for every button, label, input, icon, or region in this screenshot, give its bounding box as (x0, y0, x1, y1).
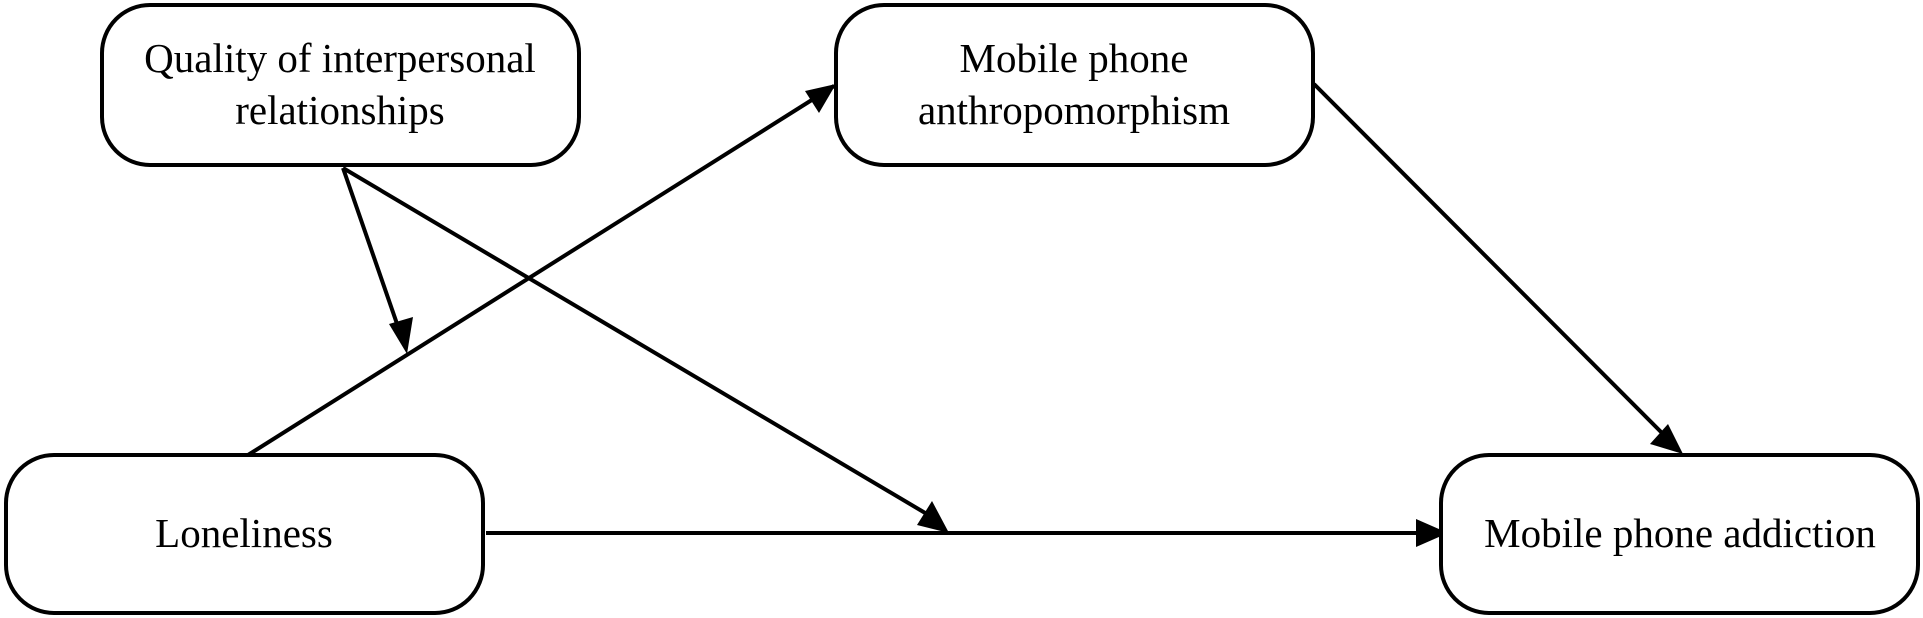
node-box-anthropomorphism (834, 3, 1315, 167)
node-mobile-phone-anthropomorphism: Mobile phone anthropomorphism (834, 3, 1315, 167)
node-box-quality (100, 3, 581, 167)
edges (246, 82, 1683, 547)
arrowhead-mediation-path (389, 317, 413, 354)
edge-anthropomorphism-to-addiction (1312, 82, 1674, 445)
node-box-addiction (1439, 453, 1920, 615)
node-loneliness: Loneliness (4, 453, 485, 615)
node-label-loneliness: Loneliness (155, 510, 333, 556)
node-label-quality-line1: Quality of interpersonal (144, 35, 536, 81)
node-label-addiction: Mobile phone addiction (1484, 510, 1876, 556)
node-label-anthropomorphism-line2: anthropomorphism (918, 87, 1230, 133)
arrowhead-anthropomorphism (805, 84, 836, 113)
arrowhead-addiction-direct (1416, 519, 1448, 547)
edge-quality-to-direct-path (341, 166, 939, 522)
node-box-loneliness (4, 453, 485, 615)
node-mobile-phone-addiction: Mobile phone addiction (1439, 453, 1920, 615)
arrowhead-direct-path (917, 501, 949, 533)
arrowhead-addiction-mediated (1650, 424, 1683, 454)
edge-loneliness-to-anthropomorphism (246, 84, 836, 457)
node-quality-of-interpersonal-relationships: Quality of interpersonal relationships (100, 3, 581, 167)
edge-quality-to-mediation-path (341, 167, 406, 345)
node-label-quality-line2: relationships (235, 87, 445, 133)
node-label-anthropomorphism-line1: Mobile phone (960, 35, 1189, 81)
